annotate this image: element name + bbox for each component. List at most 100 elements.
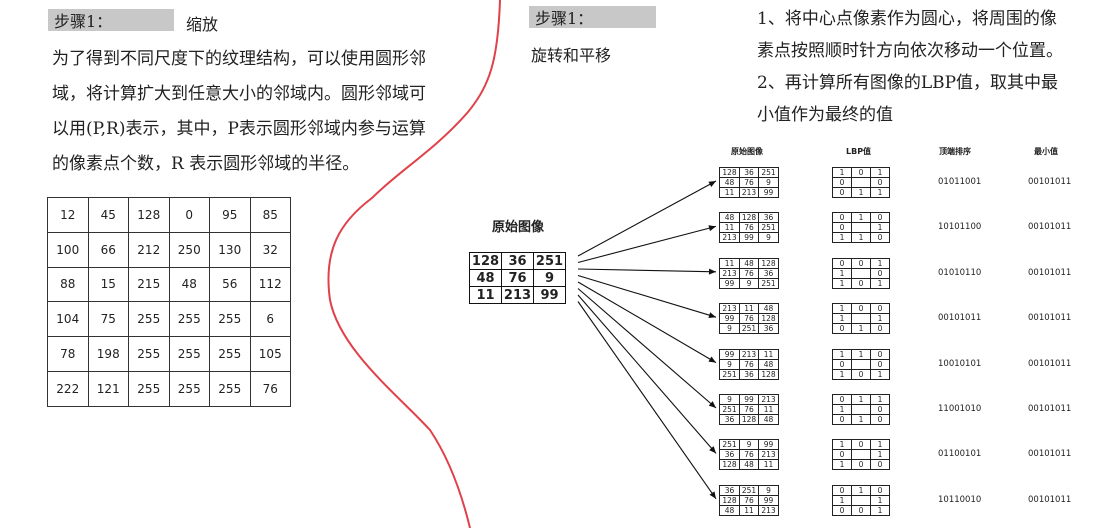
right-step-label: 步骤1： bbox=[529, 6, 656, 28]
matrix-cell: 0 bbox=[870, 177, 890, 188]
matrix-cell: 11 bbox=[719, 257, 740, 269]
matrix-cell bbox=[851, 177, 871, 188]
matrix-cell: 48 bbox=[758, 414, 779, 425]
grid-cell: 76 bbox=[249, 370, 291, 407]
arrow-head bbox=[708, 181, 716, 187]
arrow-head bbox=[709, 446, 716, 454]
matrix-cell: 0 bbox=[870, 212, 890, 224]
matrix-cell: 9 bbox=[758, 232, 779, 244]
matrix-cell: 76 bbox=[739, 358, 759, 370]
matrix-cell: 48 bbox=[739, 459, 759, 471]
grid-cell: 255 bbox=[128, 370, 170, 407]
matrix-cell: 251 bbox=[758, 222, 779, 234]
matrix-cell bbox=[851, 267, 871, 279]
matrix-cell: 0 bbox=[851, 257, 871, 269]
matrix-cell: 1 bbox=[832, 404, 852, 415]
matrix-cell: 11 bbox=[719, 187, 740, 198]
matrix-cell: 0 bbox=[832, 212, 852, 224]
grid-cell: 105 bbox=[249, 336, 291, 372]
matrix-cell: 0 bbox=[832, 449, 852, 461]
grid-cell: 255 bbox=[209, 301, 251, 338]
matrix-cell: 128 bbox=[739, 212, 759, 224]
matrix-cell: 1 bbox=[851, 232, 871, 244]
source-cell: 99 bbox=[533, 286, 566, 304]
matrix-cell: 9 bbox=[758, 484, 779, 496]
matrix-cell: 11 bbox=[758, 348, 779, 360]
matrix-cell: 48 bbox=[719, 504, 740, 516]
matrix-cell: 99 bbox=[739, 232, 759, 244]
matrix-cell: 128 bbox=[719, 167, 740, 178]
grid-cell: 0 bbox=[168, 197, 210, 233]
grid-cell: 198 bbox=[87, 336, 129, 372]
col-header-original: 原始图像 bbox=[731, 147, 763, 156]
matrix-cell: 1 bbox=[870, 313, 890, 325]
matrix-cell: 213 bbox=[719, 303, 740, 315]
grid-cell: 75 bbox=[87, 301, 129, 338]
grid-cell: 12 bbox=[47, 197, 89, 233]
matrix-cell: 36 bbox=[758, 323, 779, 335]
grid-cell: 104 bbox=[47, 301, 89, 338]
grid-cell: 95 bbox=[209, 197, 251, 233]
matrix-cell: 0 bbox=[851, 277, 871, 289]
matrix-cell: 213 bbox=[739, 348, 759, 360]
matrix-cell bbox=[851, 222, 871, 234]
matrix-cell: 128 bbox=[719, 459, 740, 471]
matrix-cell: 1 bbox=[851, 323, 871, 335]
sort-code: 01010110 bbox=[938, 267, 982, 278]
matrix-cell: 11 bbox=[739, 303, 759, 315]
instruction-line: 1、将中心点像素作为圆心，将周围的像 bbox=[757, 9, 1057, 29]
col-header-sort: 顶端排序 bbox=[939, 147, 971, 156]
matrix-cell: 251 bbox=[739, 484, 759, 496]
matrix-cell: 1 bbox=[870, 187, 890, 198]
arrow-head bbox=[708, 225, 716, 232]
arrow-head bbox=[708, 312, 716, 319]
matrix-cell: 0 bbox=[870, 404, 890, 415]
matrix-cell: 0 bbox=[832, 484, 852, 496]
matrix-cell: 1 bbox=[870, 277, 890, 289]
matrix-cell: 251 bbox=[758, 167, 779, 178]
min-code: 00101011 bbox=[1028, 177, 1072, 187]
instruction-line: 2、再计算所有图像的LBP值，取其中最 bbox=[757, 73, 1059, 93]
matrix-cell: 11 bbox=[758, 404, 779, 415]
matrix-cell: 1 bbox=[870, 439, 890, 451]
matrix-cell: 1 bbox=[832, 303, 852, 315]
matrix-cell: 0 bbox=[832, 504, 852, 516]
matrix-cell: 1 bbox=[832, 459, 852, 471]
matrix-cell: 48 bbox=[739, 257, 759, 269]
arrow-head bbox=[708, 268, 716, 275]
matrix-cell: 11 bbox=[758, 459, 779, 471]
matrix-cell: 36 bbox=[739, 368, 759, 380]
left-paragraph: 为了得到不同尺度下的纹理结构，可以使用圆形邻 域，将计算扩大到任意大小的邻域内。… bbox=[52, 42, 452, 182]
source-image-title: 原始图像 bbox=[492, 220, 545, 235]
min-code: 00101011 bbox=[1028, 404, 1072, 414]
matrix-cell: 0 bbox=[870, 459, 890, 471]
min-code: 00101011 bbox=[1028, 449, 1072, 460]
grid-cell: 255 bbox=[168, 301, 210, 338]
